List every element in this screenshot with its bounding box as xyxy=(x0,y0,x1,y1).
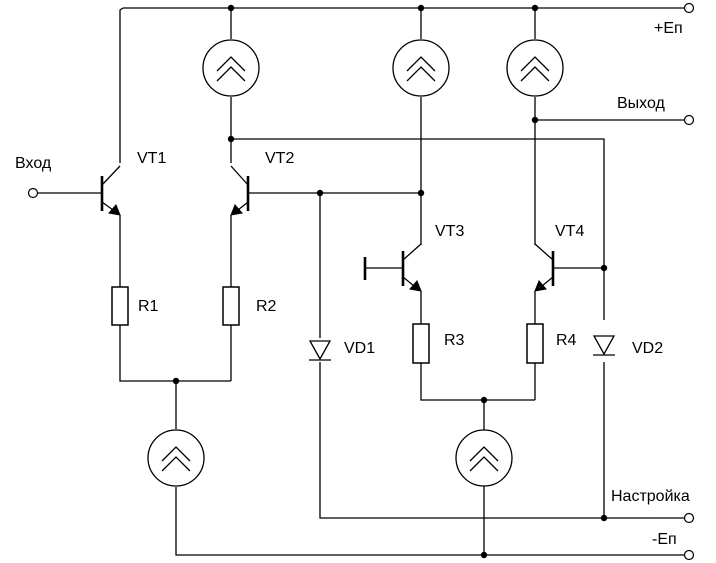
vcc-label: +Eп xyxy=(654,20,683,37)
r2-label: R2 xyxy=(256,298,277,315)
diode-icon xyxy=(308,340,332,361)
output-terminal xyxy=(683,114,695,126)
current-source-icon xyxy=(392,39,450,97)
r4-label: R4 xyxy=(556,332,577,349)
trim-label: Настройка xyxy=(611,488,690,505)
input-label: Вход xyxy=(15,155,52,172)
vd1-label: VD1 xyxy=(344,340,375,357)
vcc-terminal xyxy=(683,2,695,14)
vt1-label: VT1 xyxy=(137,150,166,167)
current-source-icon xyxy=(455,429,513,487)
diode-icon xyxy=(592,335,616,356)
input-terminal xyxy=(27,187,39,199)
current-source-icon xyxy=(506,39,564,97)
vt3-label: VT3 xyxy=(435,223,464,240)
npn-transistor-icon xyxy=(230,165,250,216)
resistor-icon xyxy=(222,286,240,326)
npn-transistor-icon xyxy=(401,243,422,292)
npn-transistor-icon xyxy=(534,243,555,292)
resistor-icon xyxy=(526,323,544,364)
terminal-pins xyxy=(27,2,695,561)
vd2-label: VD2 xyxy=(632,340,663,357)
trim-terminal xyxy=(683,512,695,524)
r3-label: R3 xyxy=(444,332,465,349)
vt2-label: VT2 xyxy=(265,150,294,167)
wires xyxy=(33,7,689,556)
current-source-icon xyxy=(202,39,260,97)
npn-transistor-icon xyxy=(100,165,121,216)
r1-label: R1 xyxy=(138,298,159,315)
vee-label: -Eп xyxy=(652,531,677,548)
resistor-icon xyxy=(111,286,129,326)
vee-terminal xyxy=(683,549,695,561)
vt4-label: VT4 xyxy=(555,223,584,240)
output-label: Выход xyxy=(617,95,666,112)
current-source-icon xyxy=(147,429,205,487)
resistor-icon xyxy=(412,323,430,364)
junction-nodes xyxy=(172,4,608,559)
